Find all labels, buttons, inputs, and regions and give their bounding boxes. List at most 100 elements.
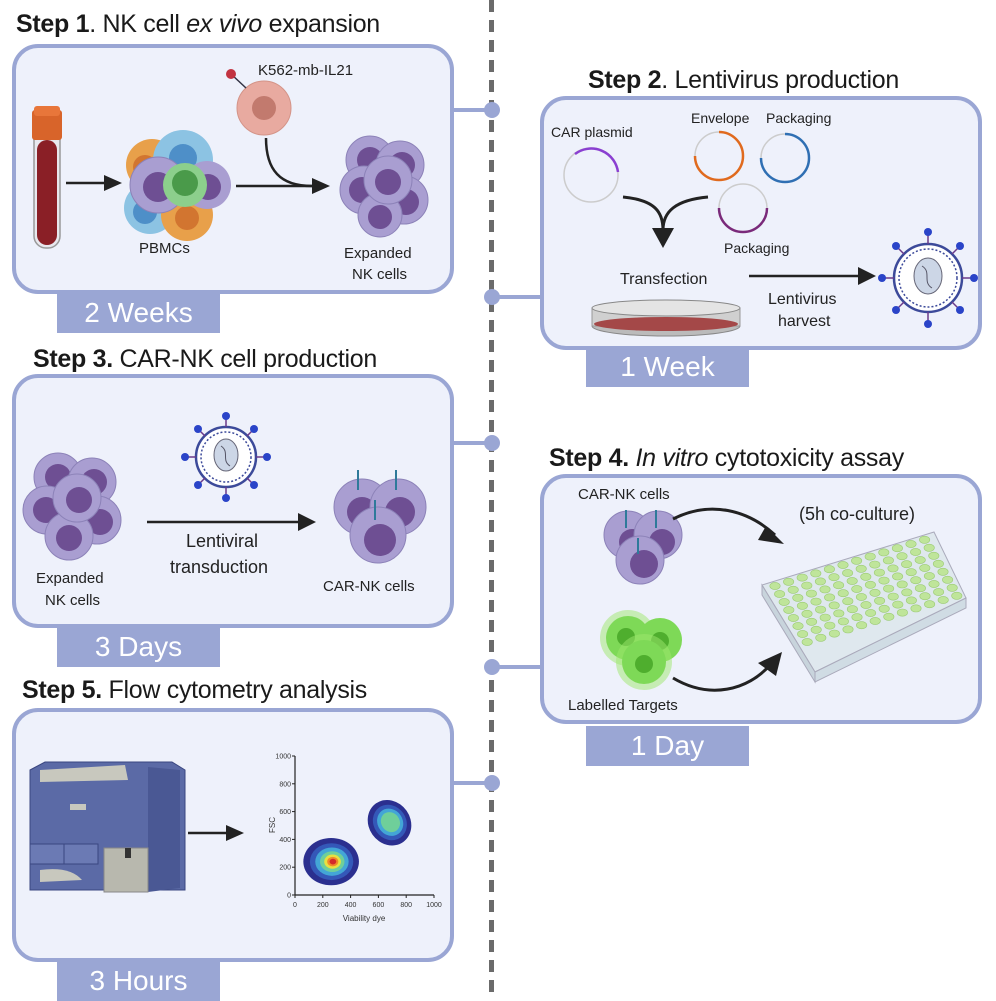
y-axis-label: FSC [268,817,277,833]
step1-title: Step 1. NK cell ex vivo expansion [16,10,380,39]
well [869,560,881,569]
well [828,601,840,610]
step4-number: Step 4. [549,444,629,472]
k562-label: K562-mb-IL21 [258,62,354,79]
x-tick-label: 200 [317,902,329,909]
timeline-dot-step3 [484,435,500,451]
well [873,568,885,577]
x-tick-label: 800 [400,902,412,909]
arrow-icon [147,513,316,531]
well [860,601,872,609]
timeline-dot-step2 [484,289,500,305]
well [783,577,795,586]
well [842,569,854,577]
y-tick-label: 200 [279,865,291,872]
expanded-nk-cells-icon [22,452,122,561]
well [933,588,945,596]
connector-step1 [452,108,492,112]
arrow-icon [236,137,330,194]
labelled-targets-icon [600,610,682,690]
well [896,608,908,617]
step5-number: Step 5. [22,676,102,704]
well [932,559,944,568]
k562-cell-icon [226,69,292,136]
packaging-label: Packaging [766,110,832,126]
step2-duration-badge: 1 Week [586,347,749,387]
connector-step2 [492,295,540,299]
well [855,593,867,601]
y-tick-label: 1000 [275,754,291,761]
well [796,601,808,610]
well [801,581,813,590]
well [910,576,922,585]
well [882,556,894,565]
well [905,596,917,605]
step5-duration-badge: 3 Hours [57,961,220,1001]
lentivirus-label: Lentivirus [768,291,837,308]
step5-title: Step 5. Flow cytometry analysis [22,676,367,705]
well [869,588,881,597]
well [824,621,836,630]
well [892,572,904,581]
well [937,596,949,604]
well [792,593,804,602]
packaging-plasmid-icon [717,183,769,234]
lentiviral-label: Lentiviral [186,531,259,551]
well [923,543,935,552]
expanded-label: Expanded [344,245,412,262]
well [787,585,799,594]
title-italic: ex vivo [186,10,262,38]
timeline-dot-step4 [484,659,500,675]
well [814,577,826,586]
well [823,565,835,574]
well [842,597,854,606]
title-text: Flow cytometry analysis [108,676,368,704]
car-nk-cells-icon [333,470,427,564]
well [837,589,849,598]
well [846,577,858,585]
expanded-label: Expanded [36,570,104,587]
step4-illustration [600,507,967,692]
well [828,573,840,582]
well [883,584,895,593]
packaging-label: Packaging [724,240,790,256]
well [937,567,949,576]
step3-illustration [22,412,427,564]
transfection-label: Transfection [620,271,708,288]
well [914,584,926,593]
x-tick-label: 400 [345,902,357,909]
well [928,551,940,560]
car-nk-cells-icon [603,510,683,585]
well [801,609,813,618]
well [887,564,899,573]
title-text: CAR-NK cell production [119,345,378,373]
y-tick-label: 400 [279,837,291,844]
well [792,622,804,630]
step2-illustration [563,130,978,337]
car-nk-cells-label: CAR-NK cells [323,578,415,595]
x-tick-label: 0 [293,902,297,909]
arrow-icon [672,507,784,692]
timeline-dot-step5 [484,775,500,791]
well [887,592,899,601]
well [774,590,786,598]
well [801,638,813,646]
well [865,609,877,617]
title-italic: In vitro [635,444,709,472]
well-plate-icon [761,531,967,684]
well [878,576,890,585]
well [901,588,913,597]
well [860,572,872,581]
well [797,630,809,638]
timeline-dot-step1 [484,102,500,118]
connector-step4 [492,665,540,669]
connector-step5 [452,781,492,785]
well [855,564,867,573]
title-text: expansion [261,10,381,38]
well [951,591,963,600]
step1-illustration [32,69,429,249]
well [946,583,958,592]
well [919,535,931,544]
packaging-plasmid-icon [759,132,811,184]
well [924,600,936,609]
